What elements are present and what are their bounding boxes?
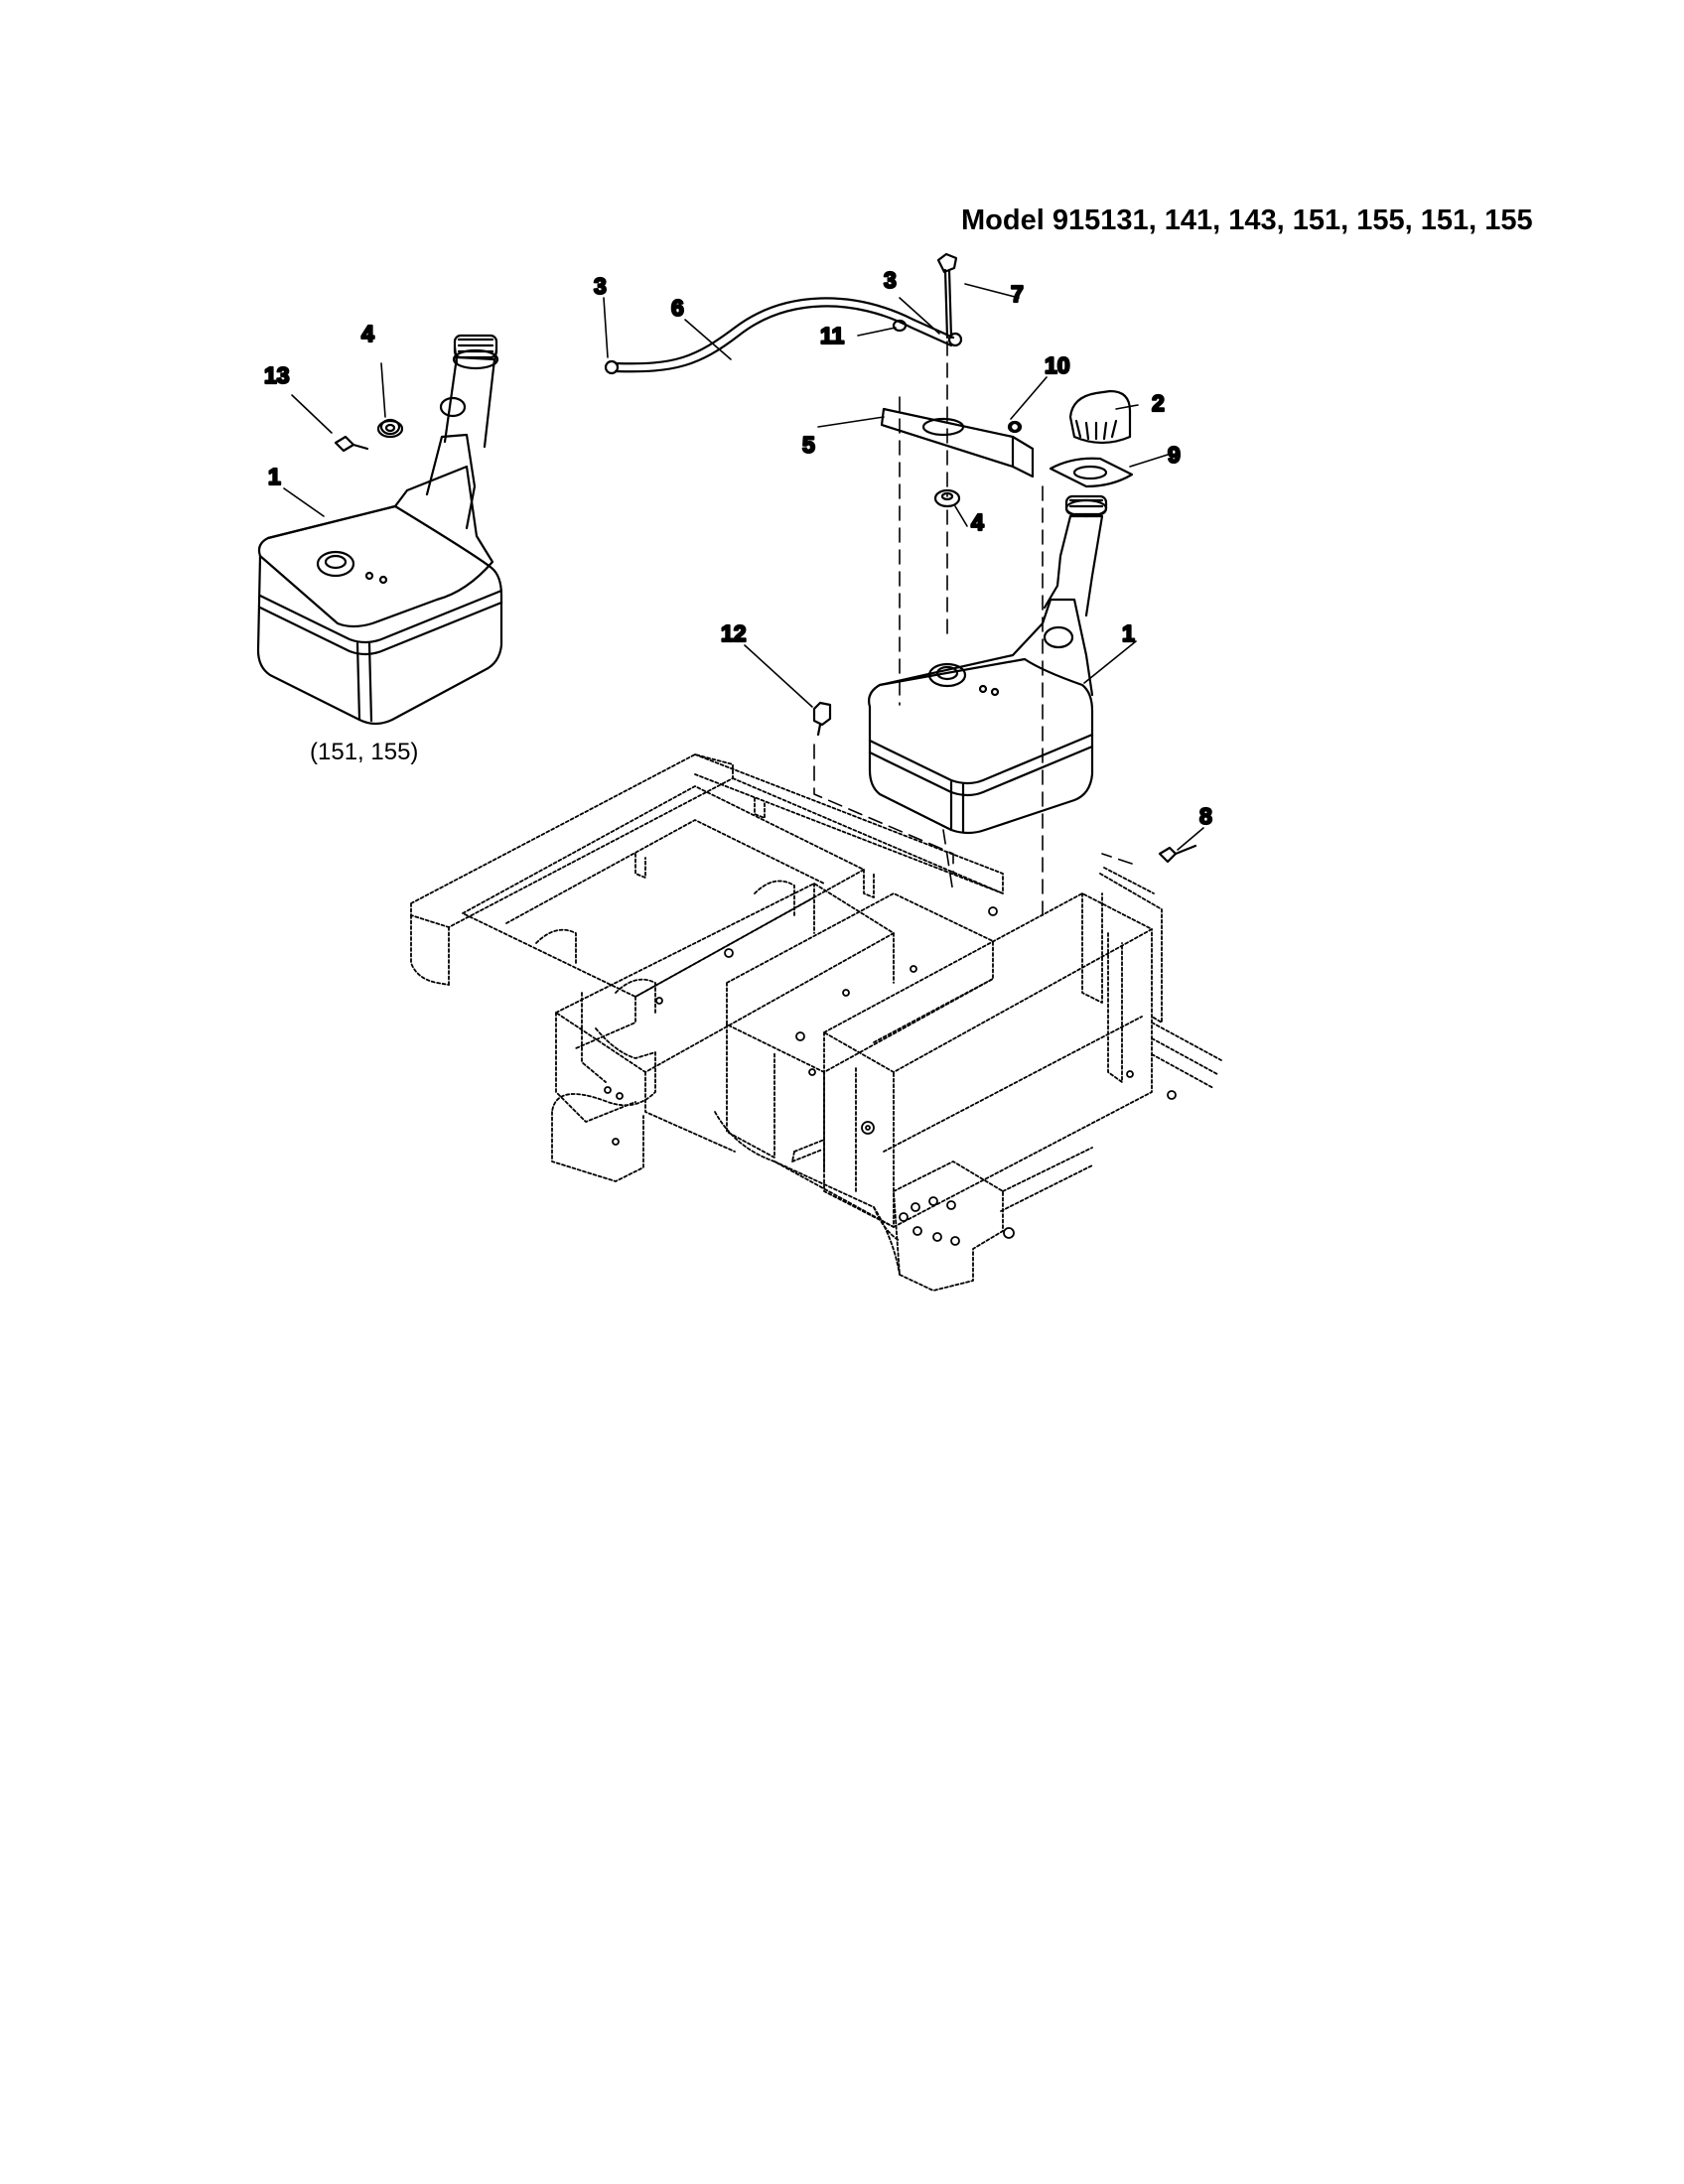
fuel-cap-2	[1068, 389, 1132, 445]
callout-11: 11	[820, 323, 845, 348]
callout-12: 12	[721, 620, 747, 646]
screw-13	[334, 435, 369, 453]
vent-valve-7	[936, 252, 958, 340]
callout-13: 13	[264, 362, 290, 388]
fuel-line-6	[604, 297, 963, 375]
callout-2: 2	[1152, 390, 1165, 416]
variant-note: (151, 155)	[310, 739, 419, 765]
callout-6: 6	[671, 295, 684, 321]
nut-11	[892, 319, 908, 333]
fuel-tank-left	[256, 334, 503, 726]
grommet-4-right	[933, 488, 961, 508]
bolt-8	[1158, 844, 1197, 864]
model-title: Model 915131, 141, 143, 151, 155, 151, 1…	[961, 205, 1533, 236]
fuel-tank-right	[868, 494, 1108, 835]
tank-bracket-5	[880, 407, 1035, 478]
callout-5: 5	[802, 432, 815, 458]
callout-1-left: 1	[268, 464, 281, 489]
callout-7: 7	[1011, 281, 1024, 307]
nut-10	[1007, 420, 1023, 434]
callout-4-left: 4	[361, 321, 374, 346]
gasket-9	[1049, 457, 1134, 488]
callout-8: 8	[1199, 803, 1212, 829]
clip-12	[812, 701, 832, 737]
callout-3-left: 3	[594, 273, 607, 299]
callout-4-right: 4	[971, 509, 984, 535]
callout-10: 10	[1045, 352, 1070, 378]
grommet-4-left	[376, 419, 404, 439]
assembly-guide-lines	[813, 341, 1133, 924]
chassis-frame	[410, 753, 1222, 1292]
callout-leader-lines	[283, 283, 1204, 851]
frame-hardware-holes	[604, 906, 1177, 1246]
callout-9: 9	[1168, 442, 1181, 468]
callout-3-right: 3	[884, 267, 897, 293]
callout-1-right: 1	[1122, 620, 1135, 646]
